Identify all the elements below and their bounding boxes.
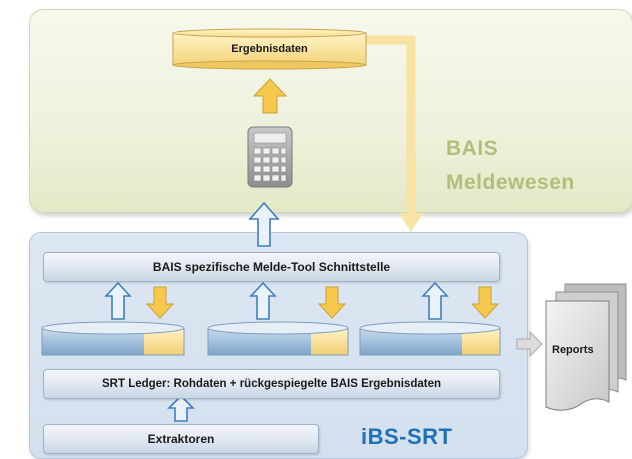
srt-ledger-bar: SRT Ledger: Rohdaten + rückgespiegelte B… [43, 369, 500, 399]
arrow-right-icon [516, 330, 543, 358]
arrow-up-icon [167, 394, 195, 422]
reports-label: Reports [552, 344, 594, 356]
arrow-down-icon [145, 286, 175, 319]
bais-title-line2: Meldewesen [446, 171, 575, 194]
arrow-up-icon [249, 281, 277, 320]
reports-stack-icon [545, 283, 627, 411]
melde-tool-interface-bar: BAIS spezifische Melde-Tool Schnittstell… [43, 252, 500, 282]
bais-title-line1: BAIS [446, 137, 499, 160]
ledger-label: SRT Ledger: Rohdaten + rückgespiegelte B… [102, 378, 441, 390]
interface-label: BAIS spezifische Melde-Tool Schnittstell… [152, 260, 391, 274]
result-data-label: Ergebnisdaten [231, 43, 308, 55]
arrow-down-icon [470, 286, 500, 319]
result-feedback-connector [366, 35, 423, 232]
arrow-up-icon [421, 281, 449, 320]
arrow-down-icon [317, 286, 347, 319]
database-icon [207, 321, 349, 356]
database-icon [41, 321, 185, 356]
database-icon [172, 28, 367, 70]
extractors-label: Extraktoren [147, 432, 215, 446]
calculator-icon [247, 126, 293, 188]
ibs-srt-brand: iBS-SRT [361, 424, 453, 449]
extractors-bar: Extraktoren [43, 424, 319, 454]
arrow-up-icon [104, 281, 132, 320]
arrow-up-icon [248, 201, 280, 247]
database-icon [359, 321, 501, 356]
arrow-up-icon [252, 78, 288, 114]
